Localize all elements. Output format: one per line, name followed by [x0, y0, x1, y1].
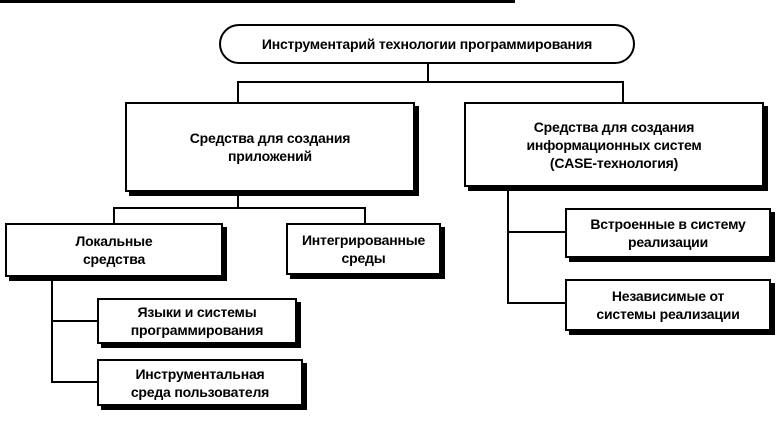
- node-user-environment-label: Инструментальная среда пользователя: [130, 365, 270, 400]
- node-system-independent-label: Независимые от системы реализации: [596, 288, 740, 322]
- connector-to-languages: [51, 320, 97, 322]
- connector-to-embedded: [507, 231, 565, 233]
- node-embedded-in-system: Встроенные в систему реализации: [565, 208, 771, 258]
- root-node-label: Инструментарий технологии программирован…: [261, 36, 593, 52]
- connector-left-branch-down: [237, 192, 239, 208]
- connector-left-branch-horizontal: [113, 207, 366, 209]
- connector-root-horizontal: [237, 81, 624, 83]
- node-app-development-tools: Средства для создания приложений: [125, 102, 415, 192]
- connector-to-user-env: [51, 381, 97, 383]
- node-system-independent: Независимые от системы реализации: [565, 279, 771, 331]
- node-programming-languages: Языки и системы программирования: [97, 298, 297, 344]
- connector-local-tools-spine: [51, 277, 53, 383]
- connector-to-right-branch: [622, 81, 624, 102]
- root-node: Инструментарий технологии программирован…: [219, 24, 635, 64]
- node-integrated-environments-label: Интегрированные среды: [301, 232, 426, 266]
- top-divider-line: [0, 0, 515, 3]
- node-programming-languages-label: Языки и системы программирования: [130, 304, 264, 338]
- node-user-environment: Инструментальная среда пользователя: [97, 359, 303, 406]
- connector-to-independent: [507, 302, 565, 304]
- node-local-tools: Локальные средства: [5, 223, 223, 277]
- node-case-tools: Средства для создания информационных сис…: [464, 102, 764, 187]
- node-local-tools-label: Локальные средства: [75, 233, 153, 267]
- connector-to-integrated-env: [364, 207, 366, 223]
- connector-to-left-branch: [237, 81, 239, 102]
- connector-case-spine: [507, 187, 509, 304]
- node-embedded-in-system-label: Встроенные в систему реализации: [590, 216, 746, 250]
- node-integrated-environments: Интегрированные среды: [286, 223, 441, 275]
- connector-root-down: [427, 62, 429, 82]
- node-case-tools-label: Средства для создания информационных сис…: [526, 118, 702, 171]
- node-app-development-tools-label: Средства для создания приложений: [189, 130, 351, 164]
- connector-to-local-tools: [113, 207, 115, 223]
